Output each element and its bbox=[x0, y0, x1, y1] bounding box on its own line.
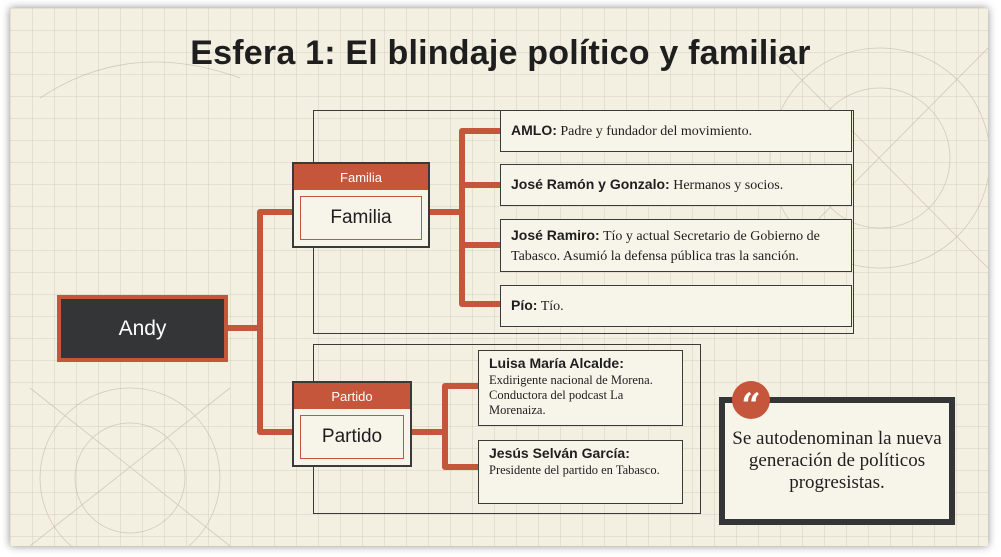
decorative-background-lines bbox=[29, 47, 988, 546]
root-label: Andy bbox=[61, 299, 224, 358]
connector-partido-branches bbox=[442, 383, 478, 470]
member-desc: Tío y actual Secretario de Gobierno de T… bbox=[511, 228, 820, 264]
partido-label: Partido bbox=[300, 415, 404, 459]
familia-member-jose-ramiro: José Ramiro: Tío y actual Secretario de … bbox=[500, 219, 852, 272]
familia-member-amlo: AMLO: Padre y fundador del movimiento. bbox=[500, 110, 852, 152]
page-title: Esfera 1: El blindaje político y familia… bbox=[190, 34, 811, 72]
familia-member-jose-ramon-gonzalo: José Ramón y Gonzalo: Hermanos y socios. bbox=[500, 164, 852, 206]
connector-familia-branches bbox=[459, 128, 500, 307]
member-name: Pío: bbox=[511, 297, 538, 313]
partido-header: Partido bbox=[294, 383, 410, 409]
quote-text: Se autodenominan la nueva generación de … bbox=[732, 428, 942, 493]
partido-node: Partido Partido bbox=[292, 381, 412, 467]
member-desc: Hermanos y socios. bbox=[669, 178, 784, 193]
member-desc: Padre y fundador del movimiento. bbox=[556, 124, 753, 139]
familia-label: Familia bbox=[300, 196, 422, 240]
quote-icon: “ bbox=[732, 381, 770, 426]
root-node-andy: Andy bbox=[57, 295, 228, 362]
familia-member-pio: Pío: Tío. bbox=[500, 285, 852, 327]
familia-header: Familia bbox=[294, 164, 428, 190]
member-name: AMLO: bbox=[511, 122, 557, 138]
partido-member-luisa-maria-alcalde: Luisa María Alcalde: Exdirigente naciona… bbox=[478, 350, 683, 426]
member-name: José Ramón y Gonzalo: bbox=[511, 176, 670, 192]
member-desc: Tío. bbox=[537, 299, 564, 314]
member-name: Jesús Selván García: bbox=[489, 445, 630, 461]
connector-andy-branches bbox=[257, 209, 292, 435]
member-desc: Presidente del partido en Tabasco. bbox=[489, 463, 660, 477]
partido-member-jesus-selvan-garcia: Jesús Selván García: Presidente del part… bbox=[478, 440, 683, 504]
member-desc: Exdirigente nacional de Morena. Conducto… bbox=[489, 373, 653, 417]
member-name: José Ramiro: bbox=[511, 226, 600, 243]
member-name: Luisa María Alcalde: bbox=[489, 355, 624, 371]
familia-node: Familia Familia bbox=[292, 162, 430, 248]
slide-background bbox=[10, 8, 988, 546]
